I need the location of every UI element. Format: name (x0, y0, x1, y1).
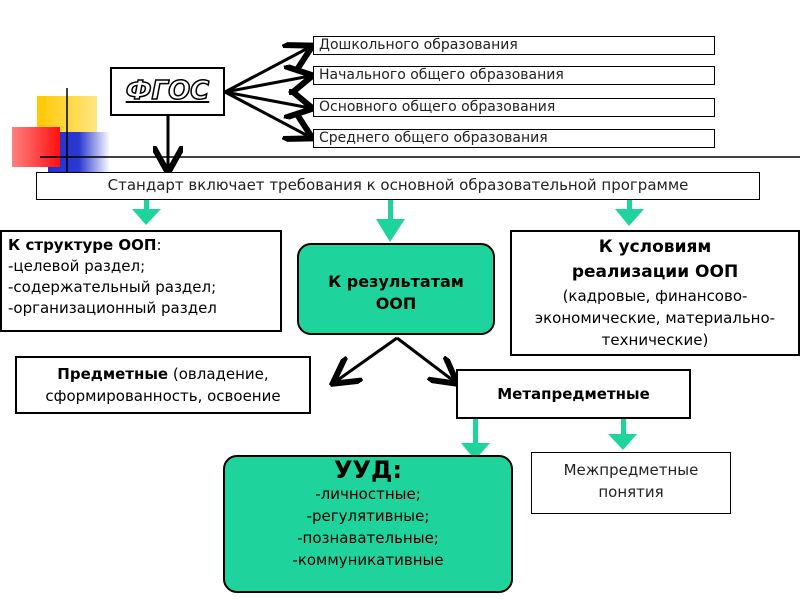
inter-box: Межпредметные понятия (531, 452, 731, 514)
subject-title: Предметные (57, 365, 169, 383)
standard-box: Стандарт включает требования к основной … (36, 172, 760, 200)
fgos-box: ФГОС (110, 67, 225, 116)
subject-box: Предметные (овладение, сформированность,… (15, 356, 311, 414)
level-label: Начального общего образования (319, 67, 564, 83)
uud-item: -личностные; (315, 485, 421, 503)
conditions-box: К условиям реализации ООП (кадровые, фин… (510, 230, 800, 356)
uud-title: УУД: (334, 456, 402, 484)
results-title: К результатам ООП (328, 272, 464, 313)
inter-text: Межпредметные понятия (563, 461, 699, 501)
level-secondary: Среднего общего образования (313, 129, 715, 148)
structure-item: -содержательный раздел; (8, 278, 217, 296)
standard-text: Стандарт включает требования к основной … (107, 176, 689, 194)
conditions-title: К условиям реализации ООП (571, 237, 739, 282)
decor-red-square (12, 127, 60, 167)
results-box: К результатам ООП (297, 243, 495, 335)
structure-colon: : (156, 236, 162, 254)
green-arrows (132, 199, 644, 460)
level-primary: Начального общего образования (313, 66, 715, 85)
structure-title: К структуре ООП (8, 236, 157, 254)
structure-box: К структуре ООП: -целевой раздел; -содер… (0, 230, 282, 332)
level-label: Среднего общего образования (319, 130, 548, 146)
uud-item: -регулятивные; (306, 507, 430, 525)
structure-item: -организационный раздел (8, 299, 217, 317)
meta-box: Метапредметные (456, 369, 691, 419)
subject-text: (овладение, сформированность, освоение (45, 365, 281, 405)
uud-item: -коммуникативные (292, 551, 444, 569)
level-basic: Основного общего образования (313, 98, 715, 117)
meta-title: Метапредметные (497, 385, 650, 403)
level-preschool: Дошкольного образования (313, 36, 715, 55)
conditions-text: (кадровые, финансово-экономические, мате… (534, 287, 776, 349)
uud-item: -познавательные; (297, 529, 439, 547)
level-label: Основного общего образования (319, 99, 556, 115)
structure-item: -целевой раздел; (8, 257, 146, 275)
uud-box: УУД: -личностные; -регулятивные; -познав… (223, 455, 513, 593)
level-label: Дошкольного образования (319, 37, 518, 53)
fgos-title: ФГОС (125, 75, 210, 107)
